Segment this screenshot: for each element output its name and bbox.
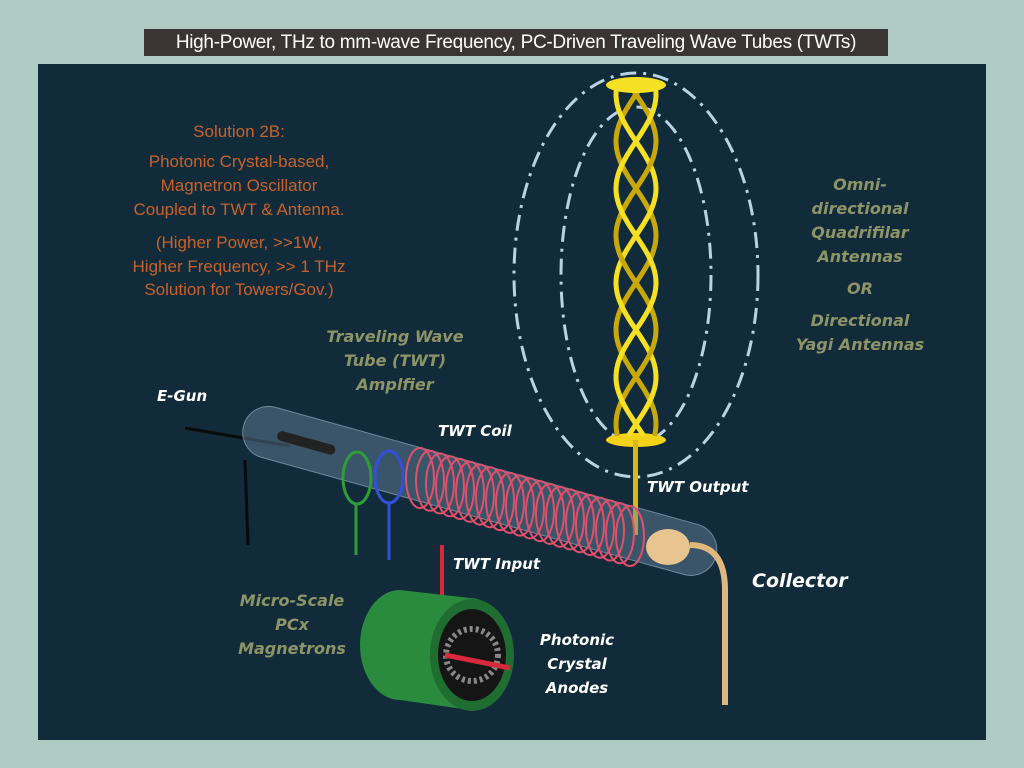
field-line-outer — [512, 71, 760, 479]
antenna-label: Yagi Antennas — [796, 335, 924, 354]
coil-ring — [535, 482, 565, 545]
magnetron-label: Magnetrons — [238, 639, 346, 658]
solution-line: Magnetron Oscillator — [161, 176, 318, 195]
antenna-label: Directional — [811, 311, 910, 330]
twt-coil — [405, 447, 645, 567]
antenna-label: Antennas — [815, 247, 902, 266]
antenna-label: Omni- — [833, 175, 887, 194]
solution-note: Higher Frequency, >> 1 THz — [133, 257, 346, 276]
solution-line: Photonic Crystal-based, — [149, 152, 329, 171]
anodes-label: Crystal — [547, 655, 607, 673]
solution-note: Solution for Towers/Gov.) — [144, 280, 333, 299]
diagram-panel — [38, 64, 986, 740]
twt-input-label: TWT Input — [453, 555, 541, 573]
page-title: High-Power, THz to mm-wave Frequency, PC… — [144, 29, 888, 56]
anodes-label: Anodes — [545, 679, 609, 697]
coil-ring — [595, 499, 625, 562]
collector-label: Collector — [752, 570, 849, 592]
coil-ring — [515, 477, 545, 540]
coil-ring — [425, 452, 455, 515]
collector — [646, 529, 728, 705]
coil-ring — [615, 505, 645, 567]
coil-ring — [565, 491, 595, 554]
quadrifilar-antenna — [606, 77, 666, 535]
solution-note: (Higher Power, >>1W, — [156, 233, 322, 252]
magnetron-label: Micro-Scale — [240, 591, 345, 610]
coil-ring — [525, 480, 555, 543]
coil-ring — [465, 463, 495, 526]
twt-coil-label: TWT Coil — [438, 422, 513, 440]
helix-strand — [613, 87, 659, 438]
coil-ring — [405, 447, 435, 509]
twt-amp-label: Tube (TWT) — [344, 351, 446, 370]
anodes-label: Photonic — [540, 631, 614, 649]
antenna-label: Quadrifilar — [811, 223, 909, 242]
coil-ring — [445, 458, 475, 520]
solution-line: Coupled to TWT & Antenna. — [133, 200, 344, 219]
coil-ring — [505, 474, 535, 537]
coil-ring — [455, 460, 485, 523]
coil-ring — [415, 449, 445, 512]
coil-ring — [475, 466, 505, 529]
antenna-label: directional — [812, 199, 909, 218]
twt-output-label: TWT Output — [647, 478, 749, 496]
coil-ring — [545, 485, 575, 548]
coil-ring — [585, 496, 615, 559]
antenna-label: OR — [847, 279, 873, 298]
coil-ring — [575, 494, 605, 556]
twt-amp-label: Amplfier — [354, 375, 434, 394]
coil-ring — [555, 488, 585, 551]
field-line-inner — [559, 105, 713, 445]
helix-strand — [613, 86, 659, 437]
egun-label: E-Gun — [157, 387, 207, 405]
solution-heading: Solution 2B: — [193, 122, 285, 141]
traveling-wave-tube — [184, 405, 718, 600]
coil-ring — [485, 469, 515, 532]
coil-ring — [605, 502, 635, 565]
twt-amp-label: Traveling Wave — [326, 327, 463, 346]
coil-ring — [495, 471, 525, 534]
pcx-magnetron — [360, 590, 514, 711]
coil-ring — [435, 455, 465, 518]
magnetron-label: PCx — [275, 615, 309, 634]
antenna-helix — [613, 86, 659, 438]
